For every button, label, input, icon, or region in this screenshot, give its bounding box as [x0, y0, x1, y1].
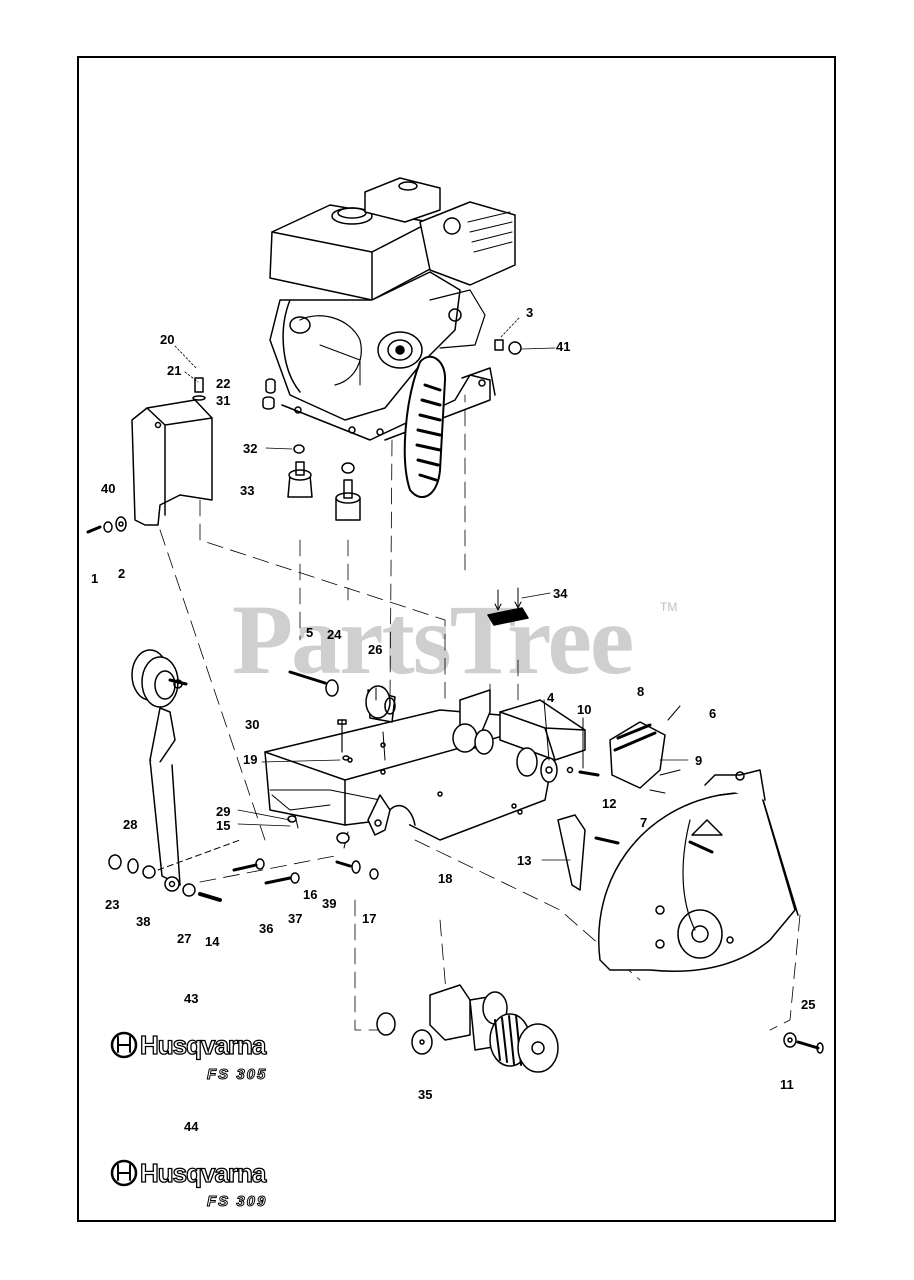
callout-28: 28 [123, 817, 138, 832]
callout-32: 32 [243, 441, 258, 456]
callout-3: 3 [526, 305, 534, 320]
partstree-watermark: PartsTree [232, 584, 634, 695]
callout-21: 21 [167, 363, 182, 378]
screw-washer-1-2 [86, 516, 127, 534]
blade-guard-7 [598, 769, 799, 972]
callout-26: 26 [368, 642, 383, 657]
callout-5: 5 [306, 625, 314, 640]
callout-13: 13 [517, 853, 532, 868]
husqvarna-logo-text-1: Husqvarna [139, 1030, 267, 1060]
decal-34 [487, 587, 529, 626]
callout-8: 8 [637, 684, 645, 699]
idler-arm-28 [131, 649, 188, 892]
callout-38: 38 [136, 914, 151, 929]
callout-27: 27 [177, 931, 192, 946]
engine-assembly [269, 177, 516, 441]
bolts-36-37-16-39 [232, 858, 379, 885]
callout-18: 18 [438, 871, 453, 886]
callout-22: 22 [216, 376, 231, 391]
callout-33: 33 [240, 483, 255, 498]
callout-12: 12 [602, 796, 617, 811]
trademark-mark: TM [660, 600, 678, 614]
callout-41: 41 [556, 339, 571, 354]
belt-guard-8-9 [609, 705, 681, 794]
callout-11: 11 [780, 1077, 794, 1092]
callout-4: 4 [547, 690, 555, 705]
callout-15: 15 [216, 818, 231, 833]
callout-30: 30 [245, 717, 260, 732]
callout-16: 16 [303, 887, 318, 902]
callout-34: 34 [553, 586, 568, 601]
callout-23: 23 [105, 897, 120, 912]
engine-mounts [262, 378, 361, 521]
model-label-fs309: FS 309 [206, 1193, 268, 1210]
tensioner-bracket [452, 689, 600, 783]
callout-leaders [174, 317, 689, 861]
nut-3-washer-41 [494, 339, 522, 355]
husqvarna-logo-icon-2 [110, 1159, 138, 1187]
callout-36: 36 [259, 921, 274, 936]
callout-14: 14 [205, 934, 220, 949]
callout-20: 20 [160, 332, 175, 347]
callout-43: 43 [184, 991, 199, 1006]
callout-37: 37 [288, 911, 303, 926]
callout-7: 7 [640, 815, 648, 830]
drive-belt [403, 355, 447, 498]
diagram-frame [77, 56, 836, 1222]
washers-23-38 [108, 839, 241, 902]
callout-25: 25 [801, 997, 816, 1012]
callout-9: 9 [695, 753, 703, 768]
husqvarna-logo-text-2: Husqvarna [139, 1158, 267, 1188]
model-label-fs305: FS 305 [206, 1066, 268, 1083]
callout-10: 10 [577, 702, 592, 717]
lever-13 [557, 814, 620, 891]
callout-1: 1 [91, 571, 99, 586]
callout-39: 39 [322, 896, 337, 911]
callout-35: 35 [418, 1087, 433, 1102]
callout-6: 6 [709, 706, 717, 721]
bolt-25-washer-11 [783, 1032, 824, 1054]
husqvarna-logo-icon-1 [110, 1031, 138, 1059]
callout-29: 29 [216, 804, 231, 819]
callout-2: 2 [118, 566, 126, 581]
callout-44: 44 [184, 1119, 199, 1134]
callout-24: 24 [327, 627, 342, 642]
callout-19: 19 [243, 752, 258, 767]
blade-shaft-35 [376, 984, 559, 1073]
bracket-40 [131, 377, 213, 526]
callout-31: 31 [216, 393, 231, 408]
callout-17: 17 [362, 911, 377, 926]
callout-40: 40 [101, 481, 116, 496]
motor-mount-26 [288, 670, 396, 761]
